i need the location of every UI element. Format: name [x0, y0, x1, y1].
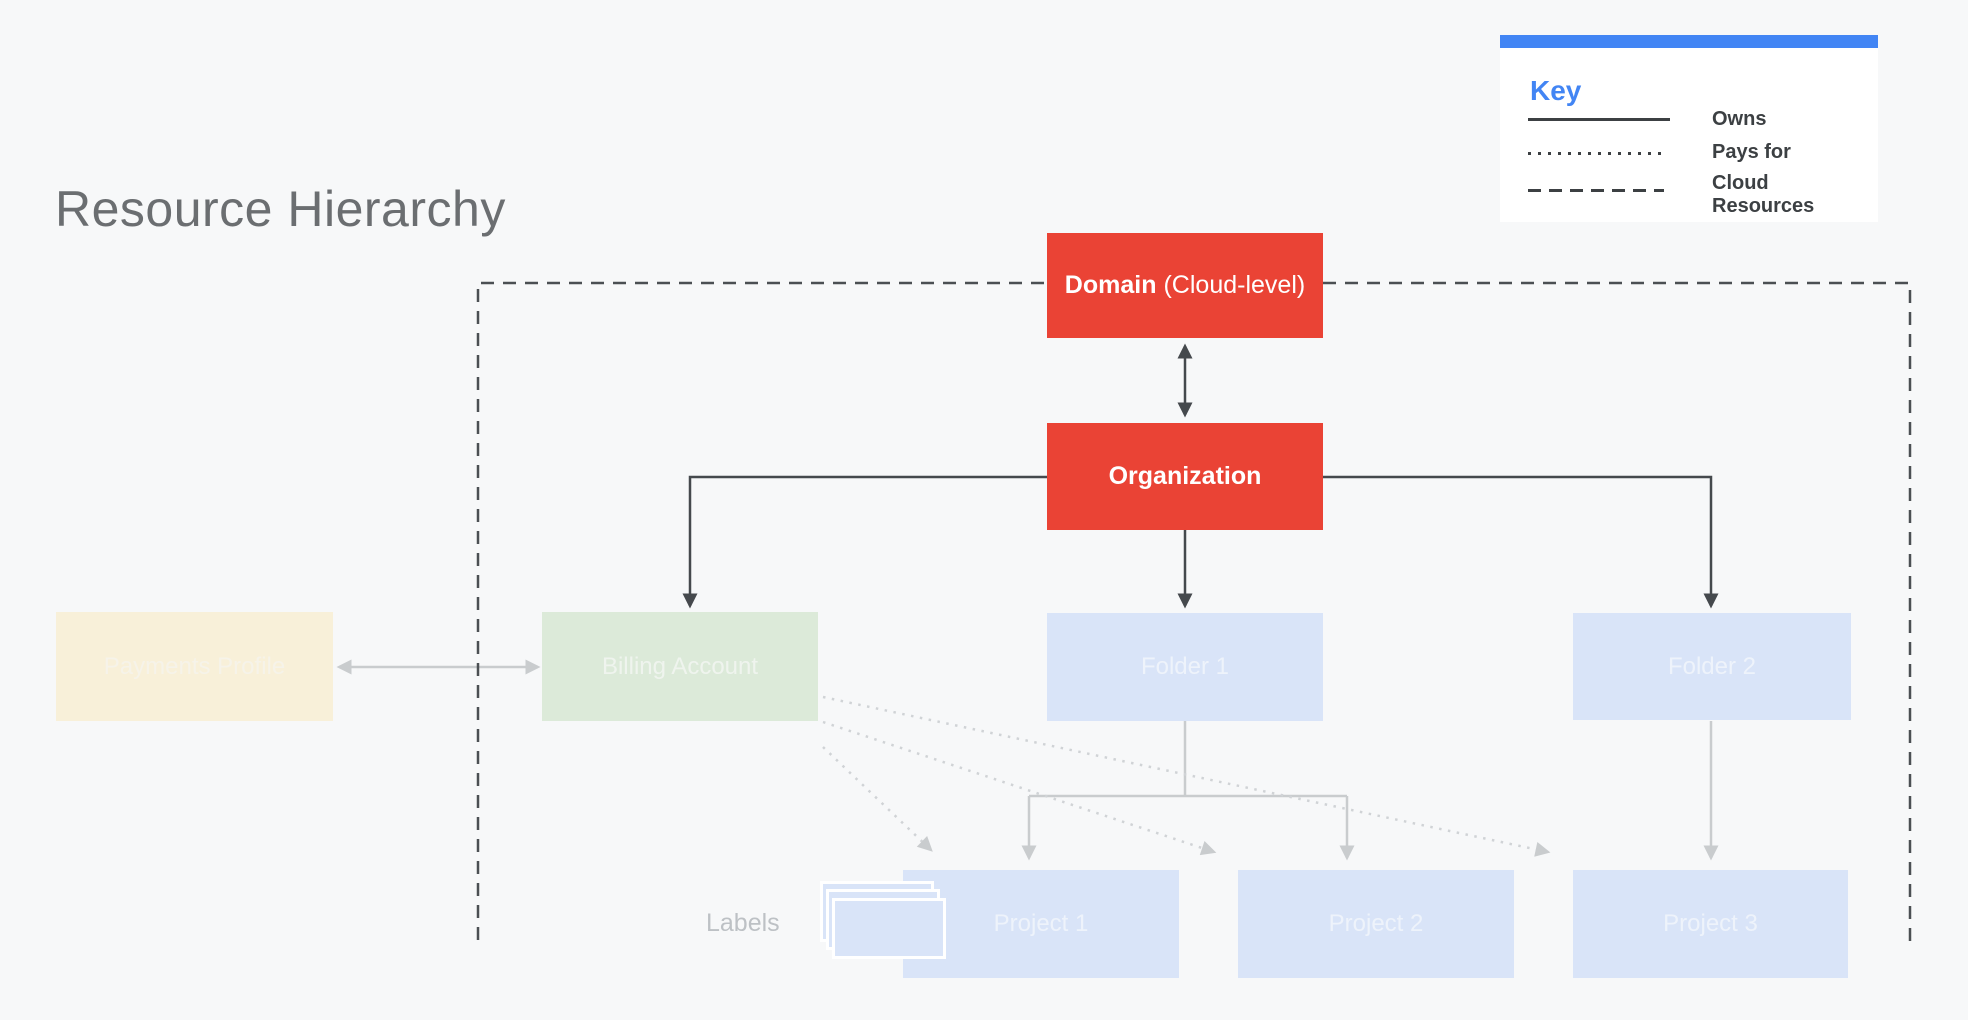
node-domain: Domain (Cloud-level)	[1047, 233, 1323, 338]
node-folder-2: Folder 2	[1573, 613, 1851, 720]
legend-label-pays-for: Pays for	[1712, 141, 1791, 163]
billing-project1-dotted	[822, 746, 933, 852]
folder1-split	[1029, 721, 1347, 798]
node-payments-profile: Payments Profile	[56, 612, 333, 721]
organization-folder2-arrow	[1323, 475, 1719, 609]
node-folder-1: Folder 1	[1047, 613, 1323, 721]
legend-label-owns: Owns	[1712, 108, 1767, 130]
node-domain-label-rest: (Cloud-level)	[1163, 271, 1306, 299]
node-domain-label-bold: Domain	[1064, 271, 1157, 299]
node-billing-account: Billing Account	[542, 612, 818, 721]
organization-billing-arrow	[682, 475, 1047, 609]
page-title: Resource Hierarchy	[55, 181, 506, 237]
legend-accent-bar	[1500, 35, 1878, 48]
labels-caption: Labels	[706, 909, 780, 937]
legend: Key Owns Pays for Cloud Resources	[1500, 35, 1878, 222]
node-project-3: Project 3	[1573, 870, 1848, 978]
labels-stack-icon	[820, 881, 952, 965]
legend-solid-line-sample	[1528, 118, 1670, 121]
legend-label-cloud-resources: Cloud Resources	[1712, 172, 1815, 217]
billing-project2-dotted	[822, 720, 1217, 856]
legend-dotted-line-sample	[1528, 152, 1666, 155]
legend-dashed-line-sample	[1528, 189, 1664, 192]
node-project-2: Project 2	[1238, 870, 1514, 978]
node-organization: Organization	[1047, 423, 1323, 530]
legend-heading: Key	[1530, 75, 1582, 106]
labels-card-front	[832, 898, 946, 959]
